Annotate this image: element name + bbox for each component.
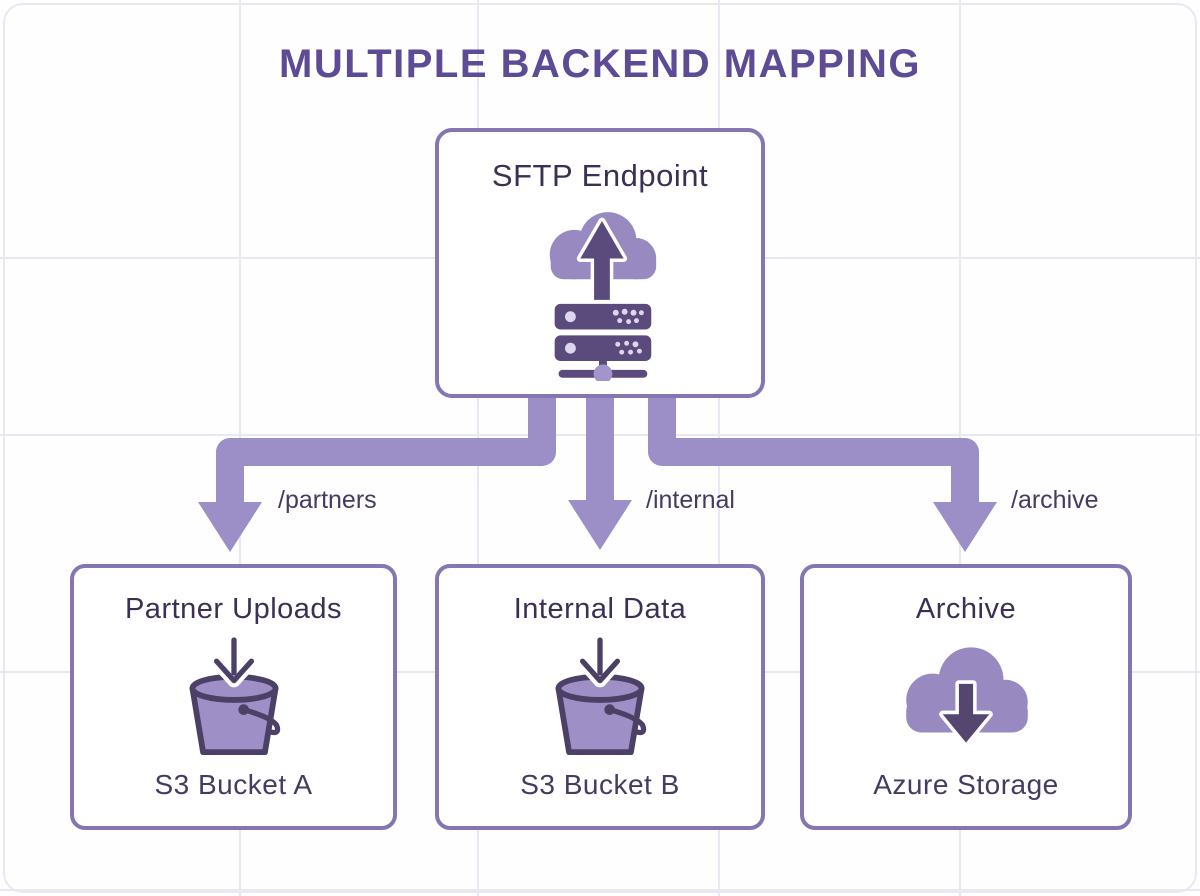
route-arrow-archive [648,390,997,552]
s3-bucket-icon [555,634,647,755]
backend-storage-label: Azure Storage [873,769,1059,800]
backend-node-partner-uploads: Partner Uploads S3 Bucket A [70,564,397,830]
backend-icon-area [176,626,292,769]
backend-icon-area [542,626,658,769]
route-label-partners: /partners [278,486,377,514]
backend-node-title: Archive [915,593,1017,625]
backend-storage-label: S3 Bucket A [154,769,313,800]
sftp-endpoint-label: SFTP Endpoint [491,158,709,193]
s3-bucket-icon [189,634,280,755]
route-label-archive: /archive [1011,486,1099,514]
backend-node-archive: Archive Azure Storage [800,564,1132,830]
cloud-upload-server-icon [549,212,657,381]
route-label-internal: /internal [646,486,735,514]
backend-node-title: Partner Uploads [124,593,343,625]
backend-node-internal-data: Internal Data S3 Bucket B [435,564,765,830]
grid-line [0,889,1200,891]
backend-storage-label: S3 Bucket B [520,769,680,800]
sftp-endpoint-node: SFTP Endpoint [435,128,765,398]
backend-icon-area [890,626,1042,769]
route-arrow-partners [198,390,556,552]
sftp-icon-area [531,194,669,394]
route-arrow-internal [568,390,632,550]
cloud-download-icon [906,646,1028,746]
backend-node-title: Internal Data [513,593,687,625]
page-title: MULTIPLE BACKEND MAPPING [279,42,921,86]
